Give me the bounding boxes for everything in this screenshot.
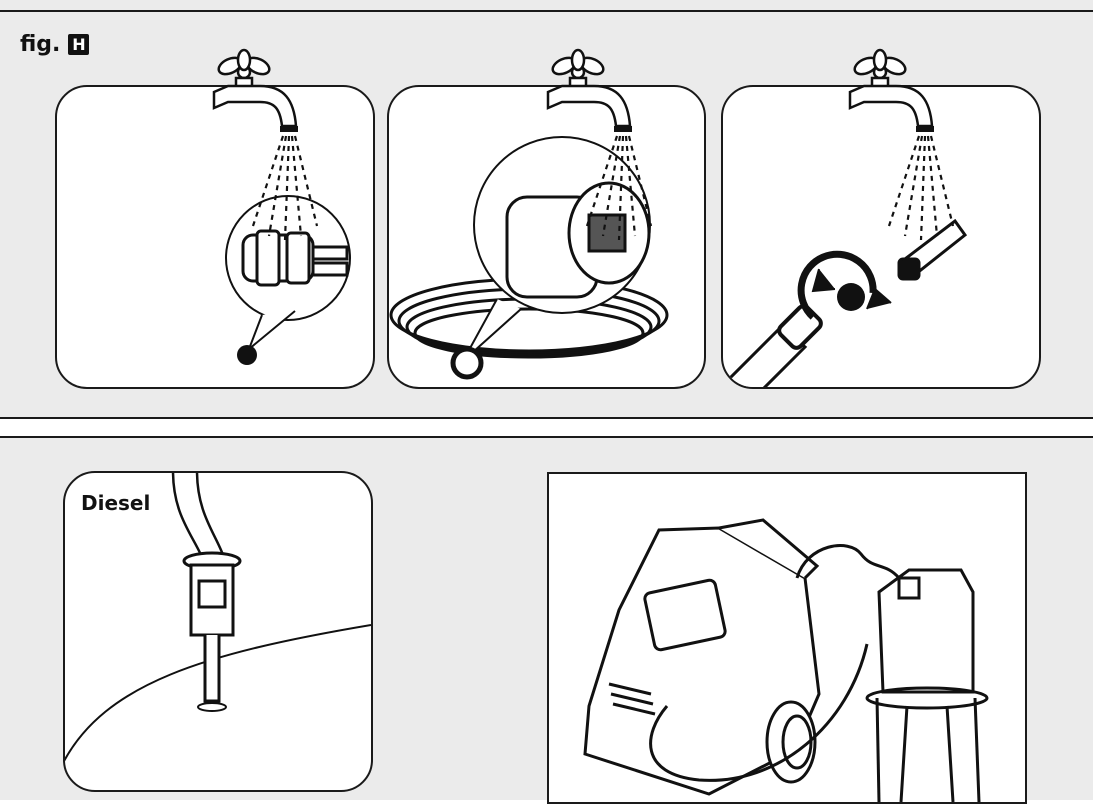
diesel-label: Diesel — [81, 491, 151, 515]
panel-hose-filter-cleaning — [387, 85, 706, 389]
pressure-washer-illustration — [583, 518, 989, 802]
nozzle-tip-icon — [241, 229, 349, 287]
diesel-filter-illustration — [65, 473, 371, 762]
filter-cartridge-glass — [189, 563, 235, 637]
control-panel — [643, 578, 727, 652]
panel-nozzle-cleaning — [55, 85, 375, 389]
fuel-hose-top — [171, 473, 225, 557]
figure-label-text: fig. — [20, 32, 61, 57]
nozzle-connector — [837, 283, 865, 311]
hose-filter-illustration — [389, 136, 669, 380]
figure-label: fig. H — [20, 32, 90, 57]
detached-nozzle — [897, 218, 968, 281]
panel-nozzle-removal — [721, 85, 1041, 389]
lance-pipe — [723, 324, 808, 387]
panel-pressure-washer — [547, 472, 1027, 804]
lance-tip — [237, 345, 257, 365]
suction-hose — [649, 643, 869, 782]
detergent-tank — [877, 568, 975, 694]
pressure-washer-body — [583, 518, 821, 796]
fuel-hose-bottom — [203, 635, 221, 703]
tank-outline — [65, 624, 371, 762]
tank-stand — [865, 686, 989, 802]
nozzle-illustration — [225, 195, 351, 365]
detergent-hose — [795, 544, 901, 580]
panel-diesel-filter: Diesel — [63, 471, 373, 792]
hose-coupler — [450, 346, 484, 380]
middle-rule-upper — [0, 417, 1093, 419]
rotate-arrows-icon — [797, 250, 892, 320]
top-rule — [0, 10, 1093, 12]
nozzle-removal-illustration — [723, 218, 968, 387]
figure-badge: H — [68, 34, 90, 55]
magnifier-pointer — [246, 310, 296, 353]
middle-rule-lower — [0, 436, 1093, 438]
